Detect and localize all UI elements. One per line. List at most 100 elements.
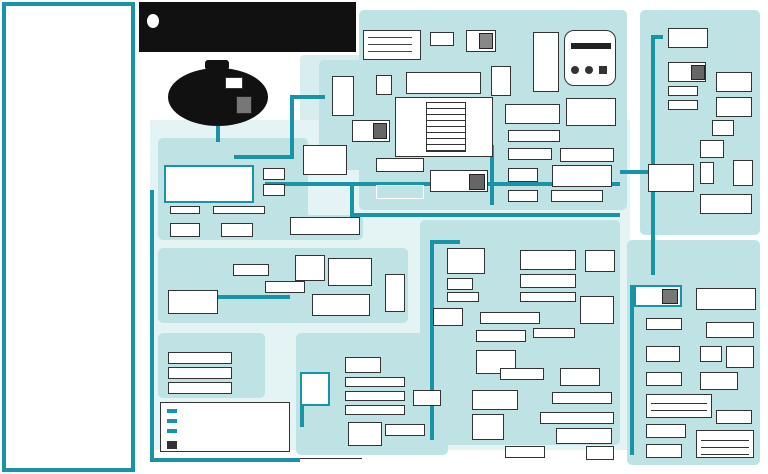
- flow-node: [700, 372, 738, 390]
- flow-node: [646, 346, 680, 362]
- flow-node: [585, 250, 615, 272]
- flow-node: [376, 158, 424, 172]
- flow-node: [520, 274, 576, 288]
- connector-line: [290, 95, 294, 157]
- flow-node: [668, 86, 698, 96]
- flow-node: [668, 62, 706, 82]
- flow-node: [646, 444, 682, 458]
- flow-node: [491, 66, 511, 96]
- flow-node: [263, 184, 285, 196]
- flow-node: [646, 318, 682, 330]
- flow-node: [696, 288, 756, 310]
- title-bar: [139, 2, 356, 52]
- flow-node: [508, 148, 552, 160]
- flow-node: [716, 72, 752, 92]
- flow-node: [263, 168, 285, 180]
- flow-node: [312, 294, 370, 316]
- connector-line: [651, 35, 663, 39]
- flow-node: [551, 190, 603, 202]
- connector-line: [190, 295, 290, 299]
- portrait-image: [236, 96, 252, 114]
- flow-node: [433, 308, 463, 326]
- flow-node: [552, 165, 612, 187]
- connector-line: [350, 213, 620, 217]
- flow-node: [520, 250, 576, 270]
- flow-node: [700, 346, 722, 362]
- flow-node: [295, 255, 325, 281]
- flow-node: [520, 292, 576, 302]
- flow-node: [168, 290, 218, 314]
- flow-node: [170, 206, 200, 214]
- flow-node: [648, 164, 694, 192]
- ellipse-handle: [205, 60, 229, 70]
- connector-line: [290, 95, 325, 99]
- flow-node: [472, 390, 518, 410]
- connector-line: [490, 145, 494, 205]
- flow-node: [233, 264, 269, 276]
- flow-node: [733, 160, 753, 186]
- flow-node: [385, 424, 425, 436]
- flow-node: [586, 446, 614, 460]
- photo-node: [466, 30, 496, 52]
- flow-node: [413, 390, 441, 406]
- info-card: [363, 30, 421, 60]
- connector-line: [430, 240, 460, 244]
- flow-node: [168, 367, 232, 379]
- flow-node: [560, 368, 600, 386]
- flow-node: [540, 412, 614, 424]
- ellipse-node: [225, 77, 243, 89]
- flow-node: [552, 392, 612, 404]
- flow-node: [566, 98, 616, 126]
- flow-node: [556, 428, 612, 444]
- flow-node: [352, 120, 390, 142]
- flow-node: [430, 32, 454, 46]
- flow-node: [646, 372, 682, 386]
- flow-node: [505, 104, 560, 124]
- central-ellipse: [168, 68, 268, 126]
- connector-line: [150, 458, 300, 462]
- table-card: [696, 430, 754, 458]
- flow-node: [700, 194, 752, 214]
- flow-node: [508, 130, 560, 142]
- flow-node: [447, 292, 479, 302]
- connector-line: [651, 35, 655, 275]
- highlight-node: [164, 165, 254, 203]
- flow-node: [406, 72, 481, 94]
- flow-node: [700, 162, 714, 184]
- flow-node: [345, 405, 405, 415]
- table-card: [395, 97, 493, 157]
- flow-node: [290, 217, 360, 235]
- flow-node: [533, 328, 575, 338]
- connector-line: [350, 186, 354, 216]
- flow-node: [726, 346, 754, 368]
- flow-node: [472, 414, 504, 440]
- flow-node: [430, 170, 488, 192]
- flow-node: [508, 168, 538, 182]
- flow-node: [712, 120, 734, 136]
- left-sidebar-frame: [2, 2, 135, 472]
- flow-node: [265, 281, 305, 293]
- flow-node: [476, 330, 526, 342]
- highlight-node: [300, 372, 330, 406]
- flow-node: [480, 312, 540, 324]
- flow-node: [505, 446, 545, 458]
- connector-line: [620, 170, 650, 174]
- flow-node: [646, 424, 686, 438]
- connector-line: [216, 126, 220, 142]
- connector-line: [430, 240, 434, 440]
- flow-node: [580, 296, 614, 324]
- flow-node: [213, 206, 265, 214]
- flow-node: [700, 140, 724, 158]
- flow-node: [345, 377, 405, 387]
- title-circle-icon: [147, 14, 159, 28]
- flow-node: [385, 274, 405, 312]
- flow-node: [668, 100, 698, 110]
- flow-node: [706, 322, 754, 338]
- flow-node: [168, 382, 232, 394]
- tall-node: [533, 32, 559, 92]
- flow-node: [303, 145, 347, 175]
- flow-node: [345, 357, 381, 373]
- connector-line: [150, 190, 154, 460]
- flow-node: [716, 97, 752, 117]
- flow-node: [376, 185, 424, 199]
